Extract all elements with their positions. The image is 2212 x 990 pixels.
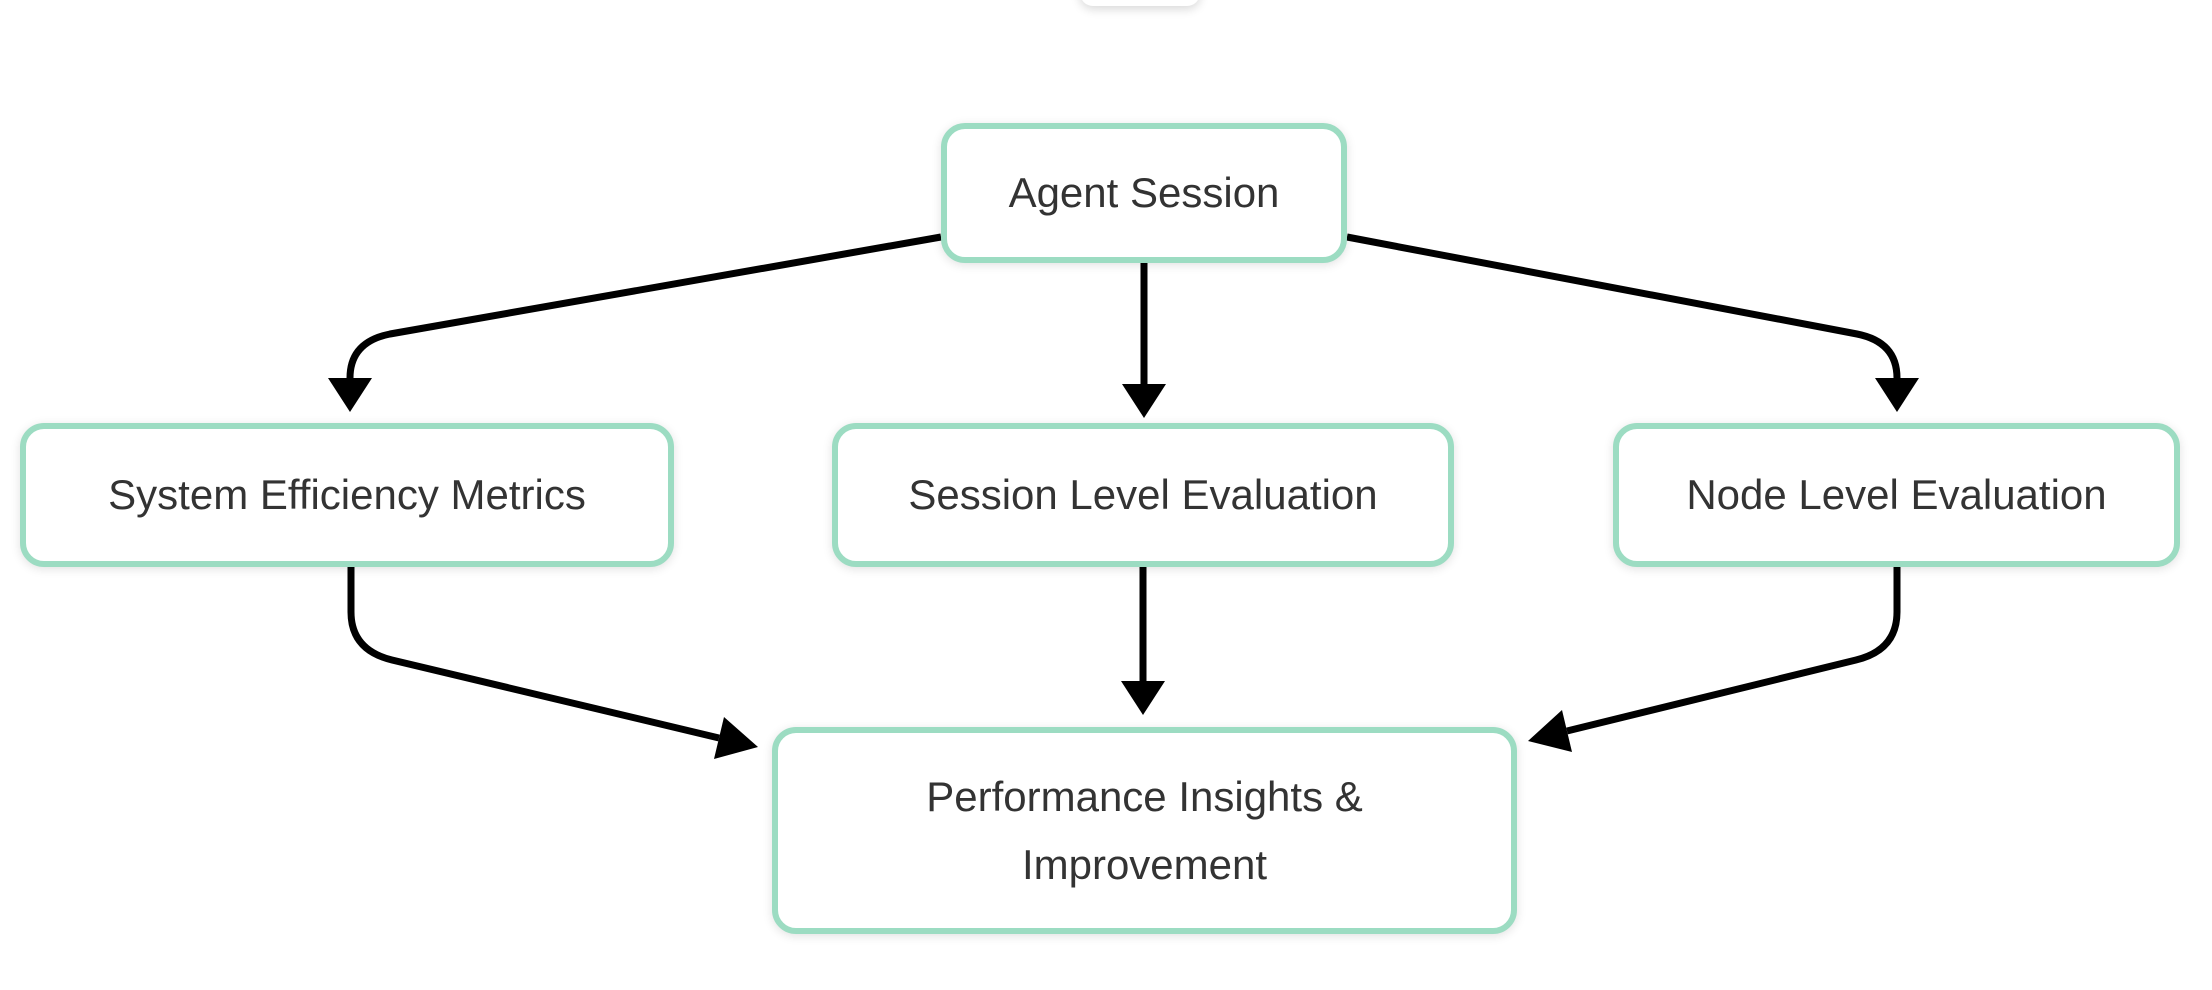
node-system-efficiency-metrics: System Efficiency Metrics bbox=[20, 423, 674, 567]
edge-node-level-evaluation-to-performance-insights bbox=[1528, 567, 1901, 752]
node-node-level-evaluation-label: Node Level Evaluation bbox=[1686, 471, 2107, 519]
cropped-node-remnant bbox=[1080, 0, 1200, 6]
node-agent-session: Agent Session bbox=[941, 123, 1347, 263]
node-system-efficiency-metrics-label: System Efficiency Metrics bbox=[108, 471, 586, 519]
edge-agent-session-to-system-efficiency-metrics bbox=[328, 233, 942, 412]
node-node-level-evaluation: Node Level Evaluation bbox=[1613, 423, 2180, 567]
edge-agent-session-to-node-level-evaluation bbox=[1346, 233, 1919, 412]
node-session-level-evaluation: Session Level Evaluation bbox=[832, 423, 1454, 567]
node-agent-session-label: Agent Session bbox=[1008, 169, 1280, 217]
node-session-level-evaluation-label: Session Level Evaluation bbox=[908, 471, 1378, 519]
edge-agent-session-to-session-level-evaluation bbox=[1122, 263, 1166, 418]
node-performance-insights-improvement-label: Performance Insights & Improvement bbox=[926, 773, 1363, 888]
node-performance-insights-improvement: Performance Insights & Improvement bbox=[772, 727, 1517, 934]
edge-session-level-evaluation-to-performance-insights bbox=[1121, 567, 1165, 715]
edge-system-efficiency-metrics-to-performance-insights bbox=[347, 567, 758, 759]
